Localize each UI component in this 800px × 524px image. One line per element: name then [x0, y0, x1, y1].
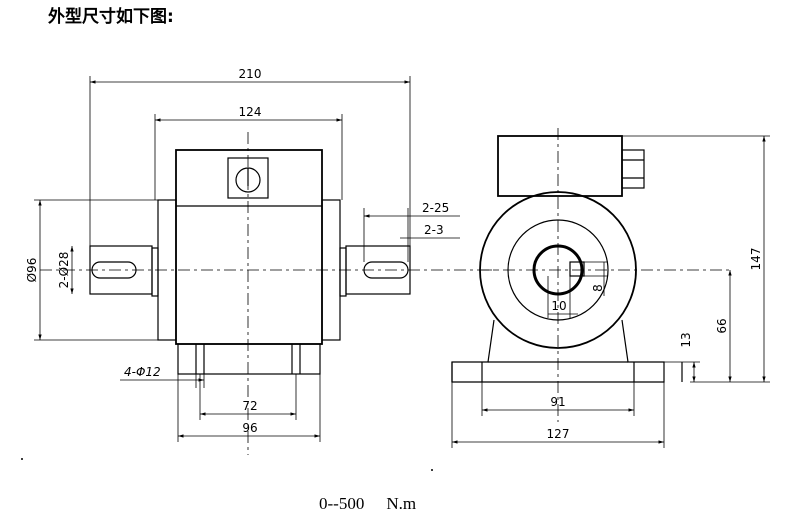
dim-keyway-depth: 8: [591, 284, 605, 292]
side-view: 147 66 13 8 10 91 127: [451, 128, 770, 448]
dim-center-height: 66: [715, 318, 729, 333]
side-connector-box: [497, 135, 623, 197]
front-body: [175, 149, 323, 345]
dim-base-thickness: 13: [679, 332, 693, 347]
range-unit: N.m: [386, 494, 417, 513]
dim-hole-spacing-front: 72: [242, 399, 257, 413]
dim-key-offset: 2-3: [424, 223, 444, 237]
page-heading: 外型尺寸如下图:: [48, 7, 174, 27]
dim-body-diameter: Ø96: [25, 258, 39, 283]
range-value: 0--500: [319, 494, 365, 513]
dim-overall-length: 210: [239, 67, 262, 81]
side-keyway: [569, 261, 585, 277]
dim-total-height: 147: [749, 248, 763, 271]
dim-keyway-width: 10: [551, 299, 566, 313]
dim-shaft-diameter: 2-Ø28: [57, 252, 71, 289]
dim-base-width: 127: [547, 427, 570, 441]
dim-hole-spacing-side: 91: [550, 395, 565, 409]
front-base: [177, 343, 321, 375]
dim-base-length: 96: [242, 421, 257, 435]
front-view: 210 124 Ø96 2-Ø28 2-25 2-3 4-Φ12 72: [25, 67, 500, 455]
dim-shaft-length: 2-25: [422, 201, 449, 215]
range-caption: 0--500 N.m: [319, 494, 438, 514]
dim-body-length: 124: [239, 105, 262, 119]
dim-holes: 4-Φ12: [124, 365, 161, 379]
